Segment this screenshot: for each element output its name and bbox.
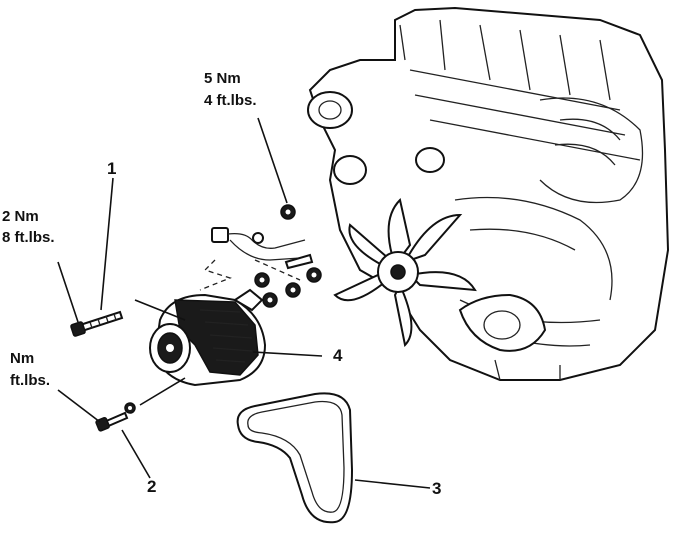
drive-belt: [236, 392, 354, 524]
leader-lines: [57, 117, 431, 489]
torque-lower-nm: Nm: [10, 350, 35, 367]
torque-lower-ftlbs: ft.lbs.: [10, 372, 50, 389]
callout-2: 2: [147, 477, 157, 496]
wiring-harness: [199, 227, 306, 291]
torque-left-nm: 2 Nm: [2, 208, 39, 225]
torque-top-nm: 5 Nm: [204, 70, 241, 87]
torque-left-ftlbs: 8 ft.lbs.: [2, 229, 55, 246]
cooling-fan: [333, 198, 477, 348]
torque-top-ftlbs: 4 ft.lbs.: [204, 92, 257, 109]
mounting-bolt: [70, 310, 124, 337]
nuts-and-washers: [124, 204, 322, 414]
callout-1: 1: [107, 159, 117, 178]
adjusting-bolt: [95, 411, 129, 432]
engine-block: [307, 6, 670, 381]
alternator: [149, 288, 267, 387]
callout-3: 3: [432, 479, 442, 498]
callout-4: 4: [333, 346, 343, 365]
